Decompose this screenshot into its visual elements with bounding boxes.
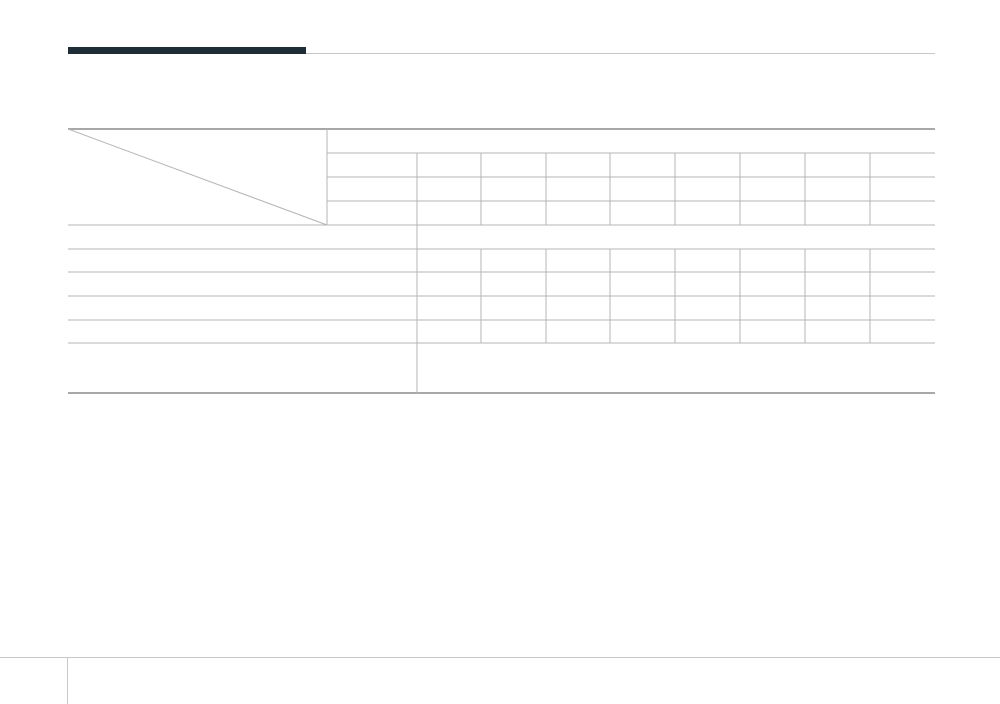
spec-table-grid xyxy=(68,128,935,394)
spec-table xyxy=(68,128,935,394)
footer-tick xyxy=(67,657,68,704)
header-accent-bar xyxy=(68,47,306,54)
header-rule xyxy=(68,53,935,54)
corner-diagonal xyxy=(68,128,328,226)
footer-rule xyxy=(0,657,1000,658)
